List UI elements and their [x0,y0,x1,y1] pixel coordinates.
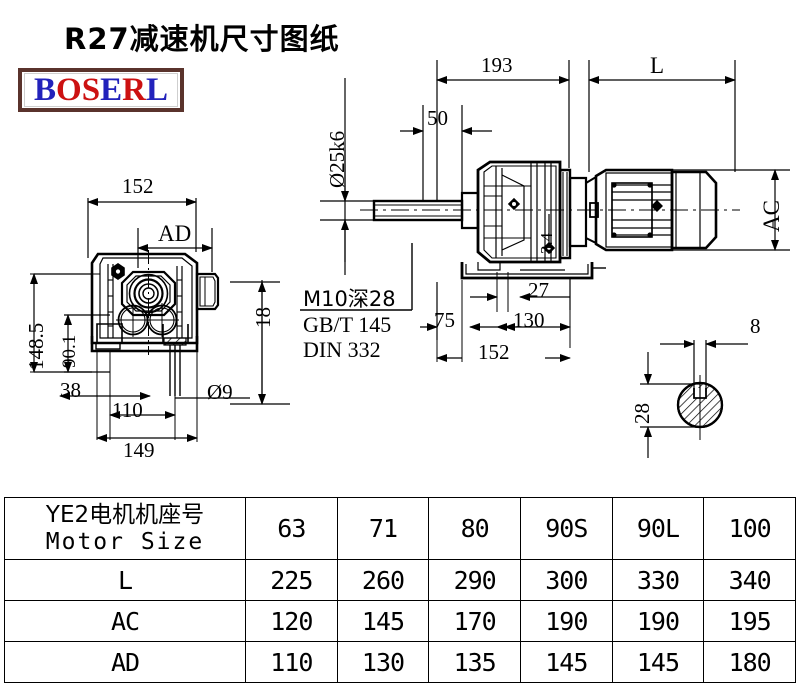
left-view-dimensions [30,198,290,442]
page-title: R27减速机尺寸图纸 [64,22,340,56]
note-tap-spec: M10深28 [303,287,396,311]
main-view-geometry [360,160,740,280]
table-row: AD 110 130 135 145 145 180 [4,641,796,683]
table-cell: 260 [336,559,430,602]
logo-text: BOSERL [34,71,168,108]
note-standard-din: DIN 332 [303,337,381,362]
table-header-cn: YE2电机机座号 [45,502,205,528]
table-row-label-AD: AD [4,641,246,683]
motor-size-table: YE2电机机座号 Motor Size 63 71 80 90S 90L 100… [4,496,796,683]
table-col-0: 63 [245,496,338,561]
dim-key-8: 8 [750,314,761,338]
dim-main-130: 130 [513,308,545,332]
table-cell: 300 [519,559,613,602]
dim-main-shaft-dia: Ø25k6 [325,130,349,188]
dim-left-149: 149 [123,438,155,462]
table-cell: 340 [703,559,796,602]
table-cell: 195 [703,600,796,643]
dim-key-28: 28 [630,403,654,424]
table-cell: 135 [428,641,521,683]
table-cell: 330 [611,559,705,602]
dim-left-38: 38 [60,378,81,402]
table-col-4: 90L [611,496,705,561]
dim-left-90-1: 90.1 [59,334,80,368]
table-header-en: Motor Size [45,528,205,555]
dim-main-50: 50 [427,106,448,130]
dim-left-148-5: 148.5 [24,322,48,370]
table-cell: 145 [611,641,705,683]
table-cell: 120 [245,600,338,643]
table-row-header: YE2电机机座号 Motor Size 63 71 80 90S 90L 100 [4,496,796,561]
keyway-dimensions [640,340,748,458]
table-col-3: 90S [519,496,613,561]
logo-inner-border: BOSERL [24,73,178,107]
main-view-dimensions [320,60,790,362]
table-cell: 225 [245,559,338,602]
dim-main-AC: AC [759,200,784,232]
dim-left-18: 18 [251,307,275,328]
table-row: L 225 260 290 300 330 340 [4,559,796,602]
table-header-label: YE2电机机座号 Motor Size [4,496,246,561]
brand-logo: BOSERL [18,68,184,112]
table-row-label-AC: AC [4,600,246,643]
table-cell: 130 [336,641,430,683]
table-cell: 290 [428,559,521,602]
table-row-label-L: L [4,559,246,602]
dim-main-152: 152 [478,340,510,364]
dim-main-3-4: 3.4 [537,232,556,254]
table-cell: 190 [519,600,613,643]
left-view-geometry [90,250,220,396]
table-col-5: 100 [703,496,796,561]
table-cell: 190 [611,600,705,643]
table-cell: 170 [428,600,521,643]
dim-left-ad: AD [158,221,192,246]
dim-main-75: 75 [434,308,455,332]
table-cell: 145 [519,641,613,683]
table-cell: 180 [703,641,796,683]
note-standard-gbt: GB/T 145 [303,312,392,337]
dim-main-193: 193 [481,53,513,77]
dim-main-27: 27 [528,278,549,302]
keyway-detail-geometry [676,375,724,440]
table-cell: 145 [336,600,430,643]
table-col-1: 71 [336,496,430,561]
dim-left-152: 152 [122,174,154,198]
note-leader [300,243,413,311]
table-col-2: 80 [428,496,521,561]
table-row: AC 120 145 170 190 190 195 [4,600,796,643]
dim-left-hole-dia: Ø9 [207,380,233,404]
dim-left-110: 110 [112,398,143,422]
table-cell: 110 [245,641,338,683]
dim-main-L: L [650,53,665,78]
